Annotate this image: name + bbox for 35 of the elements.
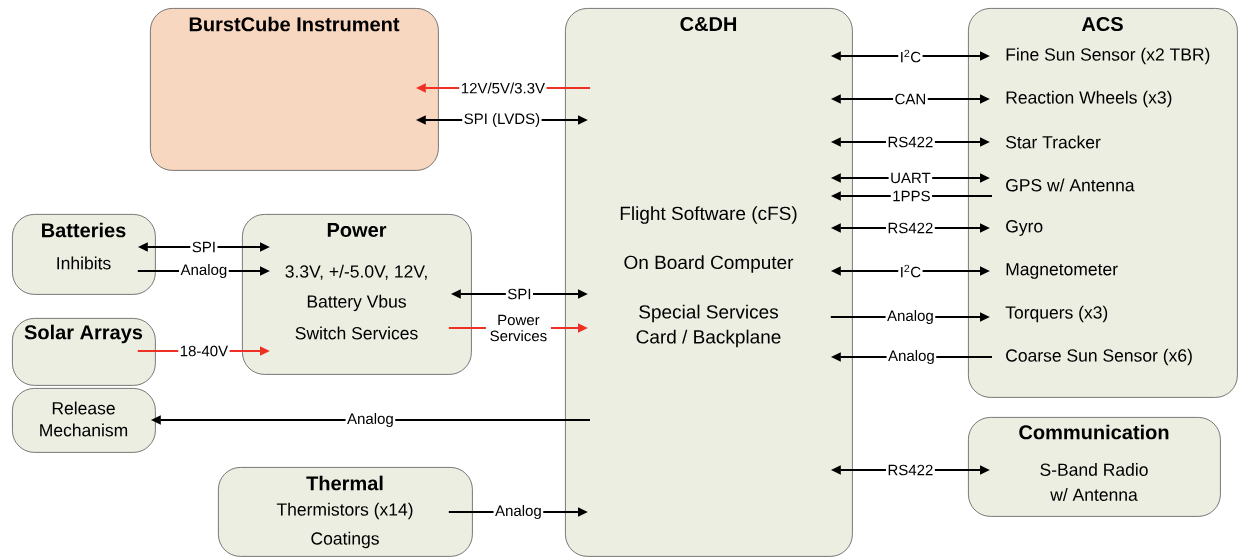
edge-label: Analog	[179, 262, 229, 280]
edge-label: Analog	[345, 411, 396, 429]
block-box: Batteries Inhibits	[12, 214, 156, 295]
component-label: Fine Sun Sensor (x2 TBR)	[1006, 47, 1210, 65]
edge-label: I$^{2}$C	[898, 48, 923, 64]
component-label: Star Tracker	[1006, 135, 1101, 149]
block-box: BurstCube Instrument	[150, 8, 439, 171]
edge-label: SPI	[505, 287, 533, 301]
edge-label: RS422	[886, 221, 935, 235]
component-label: Gyro	[1006, 220, 1043, 236]
edge-label: 12V/5V/3.3V	[459, 81, 547, 95]
block-box: Thermal Thermistors (x14) Coatings	[218, 467, 473, 557]
block-box: Release Mechanism	[12, 388, 156, 453]
block-box: Solar Arrays	[12, 318, 156, 386]
component-label: Magnetometer	[1006, 263, 1118, 279]
edge-label: Power Services	[485, 313, 551, 343]
component-label: GPS w/ Antenna	[1006, 178, 1135, 192]
component-label: Torquers (x3)	[1005, 305, 1108, 323]
edge-label: I$^{2}$C	[898, 263, 923, 279]
edge-label: Analog	[493, 503, 544, 521]
edge-label: RS422	[886, 135, 935, 149]
edge-label: RS422	[886, 463, 935, 477]
block-box: Power 3.3V, +/-5.0V, 12V, Battery Vbus Switch Services	[242, 214, 472, 375]
edge-label: Analog	[885, 308, 936, 326]
edge-label: Analog	[886, 348, 937, 366]
block-box: Communication S-Band Radio w/ Antenna	[968, 417, 1221, 517]
edge-label: CAN	[893, 92, 928, 106]
edge-label: UART	[888, 171, 933, 185]
component-label: Coarse Sun Sensor (x6)	[1006, 348, 1192, 366]
edge-label: 18-40V	[178, 344, 230, 358]
edge-label: 1PPS	[890, 189, 933, 203]
edge-label: SPI (LVDS)	[462, 111, 542, 129]
component-label: Reaction Wheels (x3)	[1006, 90, 1172, 108]
edge-label: SPI	[190, 240, 218, 254]
block-box: C&DH Flight Software (cFS) On Board Computer Special Services Card / Backplane	[565, 8, 853, 557]
